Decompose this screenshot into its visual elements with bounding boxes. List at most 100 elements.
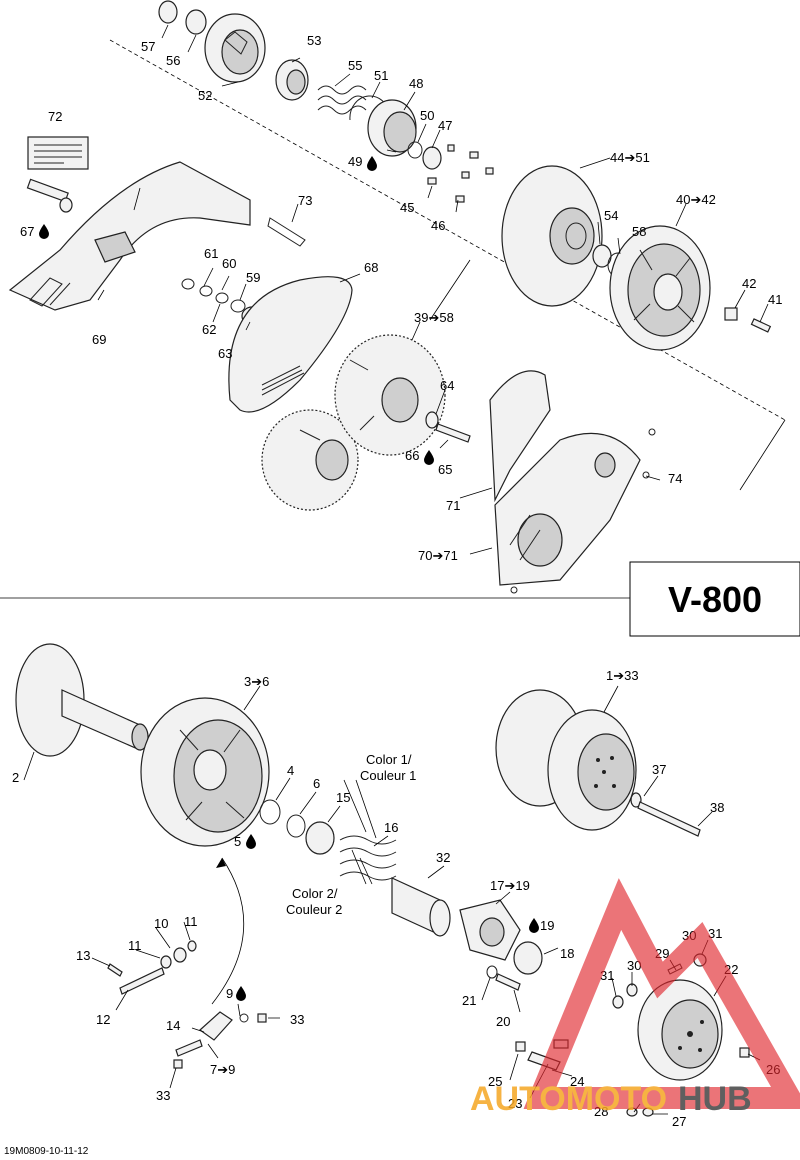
screw-74c <box>510 586 518 594</box>
callout-5: 5 <box>234 834 241 849</box>
drawing-code: 19M0809-10-11-12 <box>4 1146 89 1157</box>
drive-belt-68 <box>228 276 353 413</box>
pin-13 <box>107 963 123 977</box>
callout-12: 12 <box>96 1012 110 1027</box>
callout-11-b: 11 <box>128 938 142 953</box>
callout-44-51: 44➔51 <box>610 150 650 165</box>
color2-line2: Couleur 2 <box>286 902 342 917</box>
washer-21 <box>486 965 498 979</box>
axis-branch <box>429 259 471 321</box>
callout-18: 18 <box>560 946 574 961</box>
callout-1-33: 1➔33 <box>606 668 639 683</box>
washer-15 <box>305 821 335 855</box>
callout-45: 45 <box>400 200 414 215</box>
watermark-triangle-icon <box>523 878 800 1109</box>
spring-16 <box>339 835 397 881</box>
model-label: V-800 <box>668 579 762 620</box>
drive-pulley-assembly <box>261 334 446 511</box>
callout-71: 71 <box>446 498 460 513</box>
callout-3-6: 3➔6 <box>244 674 269 689</box>
bushing-18 <box>513 941 543 975</box>
spring-55 <box>317 85 367 115</box>
oil-drop-icon <box>367 156 377 171</box>
shaft-12 <box>119 967 165 995</box>
callout-54: 54 <box>604 208 618 223</box>
sleeve-48 <box>367 99 417 157</box>
callout-4: 4 <box>287 763 294 778</box>
callout-13: 13 <box>76 948 90 963</box>
callout-52: 52 <box>198 88 212 103</box>
bolt-38 <box>637 801 701 837</box>
washer-11a <box>160 955 172 969</box>
callout-65: 65 <box>438 462 452 477</box>
callout-74: 74 <box>668 471 682 486</box>
cover-70 <box>489 370 641 586</box>
ring-56 <box>185 9 207 35</box>
callout-10: 10 <box>154 916 168 931</box>
callout-67: 67 <box>20 224 34 239</box>
bushing-47 <box>422 146 442 170</box>
callout-14: 14 <box>166 1018 180 1033</box>
pin-14 <box>175 1039 203 1057</box>
watermark: AUTOMOTO HUB <box>470 878 800 1118</box>
callout-63: 63 <box>218 346 232 361</box>
callout-64: 64 <box>440 378 454 393</box>
ring-60 <box>199 285 213 297</box>
callout-73: 73 <box>298 193 312 208</box>
oil-drop-icon <box>246 834 256 849</box>
callout-55: 55 <box>348 58 362 73</box>
color2-line1: Color 2/ <box>292 886 338 901</box>
callout-62: 62 <box>202 322 216 337</box>
callout-47: 47 <box>438 118 452 133</box>
callout-15: 15 <box>336 790 350 805</box>
screw-26 <box>739 1047 750 1058</box>
washer-37 <box>630 792 642 808</box>
assembly-arrow <box>211 857 245 1005</box>
pin-73 <box>267 217 306 247</box>
warning-label-72 <box>27 136 89 170</box>
spider-52 <box>204 13 266 83</box>
color1-line2: Couleur 1 <box>360 768 416 783</box>
arrow-head <box>216 858 226 868</box>
ring-6 <box>286 814 306 838</box>
washer-64 <box>425 411 439 429</box>
callout-23: 23 <box>508 1096 522 1111</box>
oil-drop-icon <box>529 918 539 933</box>
callout-69: 69 <box>92 332 106 347</box>
cam-17 <box>459 899 521 961</box>
callout-17-19: 17➔19 <box>490 878 530 893</box>
bolt-65 <box>435 423 471 443</box>
bushing-53 <box>275 59 309 101</box>
nut-25 <box>515 1041 526 1052</box>
hub-22 <box>637 979 723 1081</box>
ring-57 <box>158 0 178 24</box>
callout-66: 66 <box>405 448 419 463</box>
bolt-67 <box>26 178 73 213</box>
axis-line <box>109 39 786 421</box>
axis-bend <box>739 419 786 491</box>
callout-41: 41 <box>768 292 782 307</box>
watermark-text-right: HUB <box>678 1080 752 1118</box>
model-box: V-800 <box>629 561 800 637</box>
belt-guard-69 <box>8 161 251 311</box>
ring-4 <box>259 799 281 825</box>
washer-11b <box>187 940 197 952</box>
callout-38: 38 <box>710 800 724 815</box>
callout-49: 49 <box>348 154 362 169</box>
callout-56: 56 <box>166 53 180 68</box>
callout-9: 9 <box>226 986 233 1001</box>
callout-42: 42 <box>742 276 756 291</box>
callout-25: 25 <box>488 1074 502 1089</box>
callout-72: 72 <box>48 109 62 124</box>
oil-drop-icon <box>236 986 246 1001</box>
callout-2: 2 <box>12 770 19 785</box>
ring-31 <box>612 995 624 1009</box>
arm-7 <box>199 1011 249 1041</box>
callout-59: 59 <box>246 270 260 285</box>
callout-24: 24 <box>570 1074 584 1089</box>
callout-20: 20 <box>496 1014 510 1029</box>
fixed-sheave-2 <box>15 643 149 757</box>
roller-10 <box>173 947 187 963</box>
callout-11-a: 11 <box>184 914 198 929</box>
